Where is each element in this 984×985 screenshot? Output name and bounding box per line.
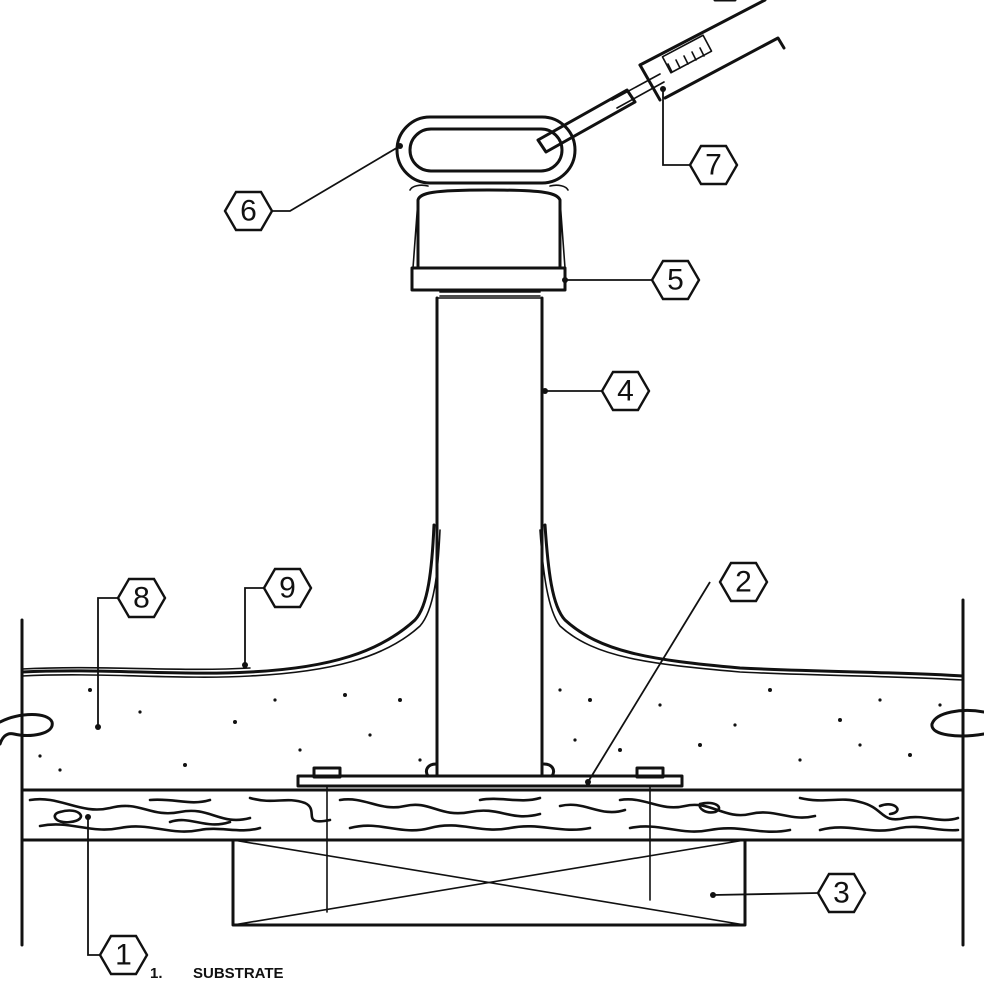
callout-8-number: 8 — [133, 582, 150, 615]
anchor-post — [435, 291, 544, 778]
insulation-layer — [20, 523, 965, 772]
callout-3-number: 3 — [833, 877, 850, 910]
callout-4-number: 4 — [617, 375, 634, 408]
legend-item-number: 1. — [150, 965, 163, 982]
membrane — [21, 666, 251, 671]
base-plate — [296, 762, 684, 913]
callout-7-number: 7 — [705, 149, 722, 182]
callout-4: 4 — [600, 370, 651, 412]
post-cap — [409, 184, 569, 292]
callout-9: 9 — [262, 567, 313, 609]
insulation-speckles — [38, 688, 942, 772]
callout-5-number: 5 — [667, 264, 684, 297]
wood-substrate — [20, 788, 965, 842]
legend: 1. SUBSTRATE — [150, 965, 284, 982]
lanyard-connector — [536, 0, 786, 154]
d-ring — [395, 115, 577, 185]
leader-lines — [85, 86, 819, 956]
wood-blocking — [231, 838, 747, 927]
callout-9-number: 9 — [279, 572, 296, 605]
callout-1: 1 — [98, 934, 149, 976]
legend-item-text: SUBSTRATE — [193, 965, 284, 982]
callout-6: 6 — [223, 190, 274, 232]
callout-1-number: 1 — [115, 939, 132, 972]
callout-7: 7 — [688, 144, 739, 186]
callout-5: 5 — [650, 259, 701, 301]
callout-6-number: 6 — [240, 195, 257, 228]
callout-2: 2 — [718, 561, 769, 603]
section-boundaries — [0, 598, 984, 947]
callout-3: 3 — [816, 872, 867, 914]
callout-2-number: 2 — [735, 566, 752, 599]
callout-8: 8 — [116, 577, 167, 619]
